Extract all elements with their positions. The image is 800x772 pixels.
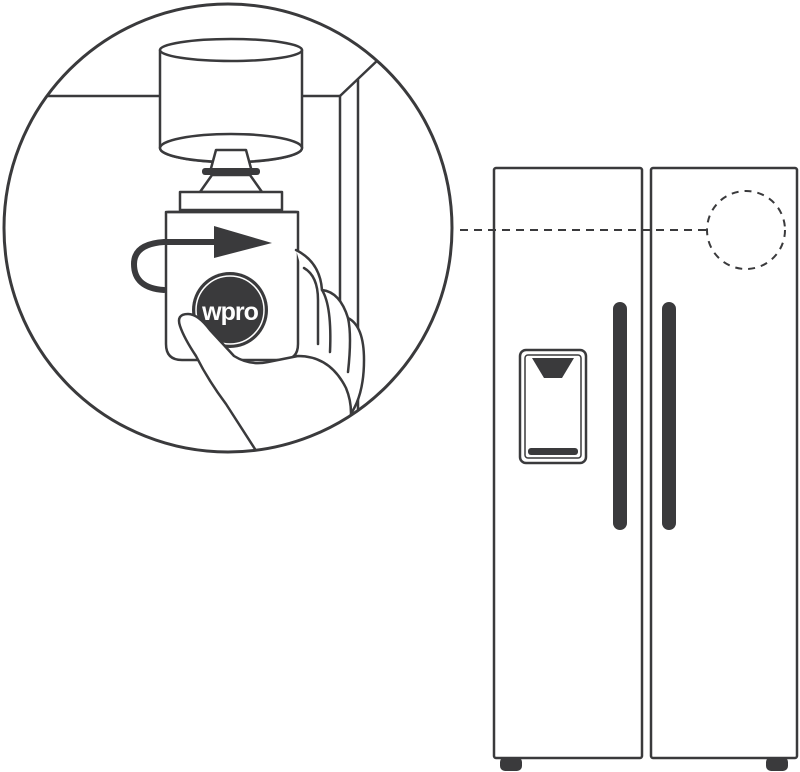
hand (177, 248, 366, 452)
wpro-logo (192, 272, 268, 348)
fridge-left-handle (613, 302, 627, 530)
fridge-foot-left (500, 757, 522, 771)
brand-logo-text: wpro (201, 298, 258, 326)
zoom-circle-border (2, 2, 454, 454)
rotate-arrow-icon (131, 226, 272, 293)
filter-housing (158, 37, 304, 164)
fridge-foot-right (766, 757, 788, 771)
fridge-right-handle (662, 302, 676, 530)
filter-neck (198, 148, 264, 194)
fridge-right-door (649, 166, 799, 760)
dispenser-nozzle (532, 358, 574, 378)
refrigerator (492, 166, 799, 771)
zoom-detail: wpro (2, 2, 454, 454)
dispenser-tray (528, 448, 578, 455)
water-dispenser (518, 348, 588, 465)
filter-location-marker (706, 190, 786, 270)
